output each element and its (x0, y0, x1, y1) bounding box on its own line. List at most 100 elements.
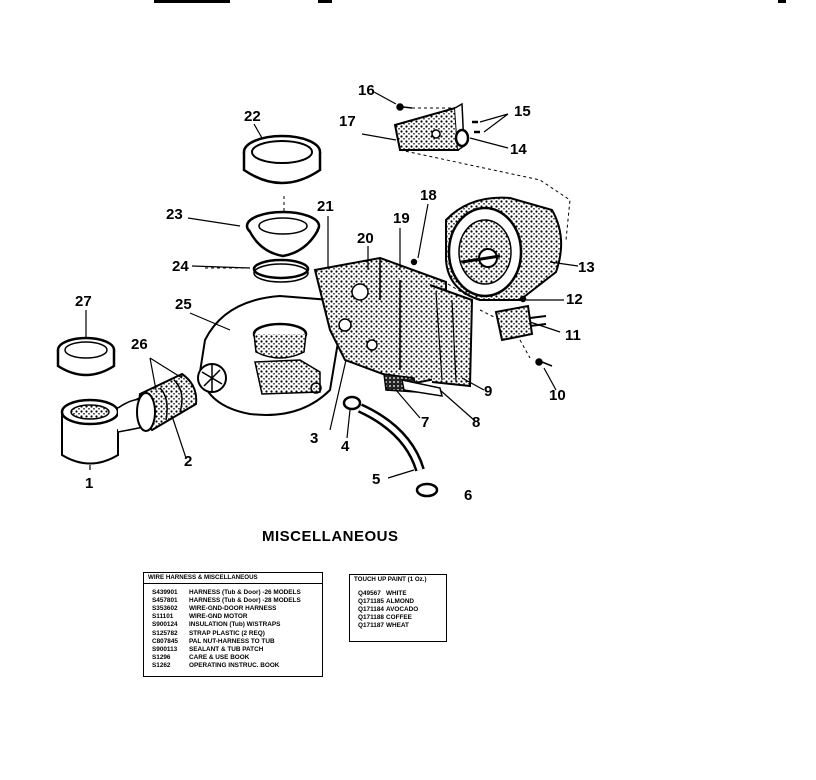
part-number: S457801 (152, 597, 178, 605)
part-14-grommet (454, 128, 470, 148)
part-description: WHITE (386, 590, 407, 598)
table-row: Q49567 WHITE (358, 590, 442, 598)
part-description: OPERATING INSTRUC. BOOK (189, 661, 280, 669)
callout-22: 22 (244, 108, 261, 125)
table-row: S353602 WIRE-GND-DOOR HARNESS (152, 605, 318, 613)
part-description: HARNESS (Tub & Door) -28 MODELS (189, 597, 301, 605)
part-number: Q171187 (358, 622, 384, 630)
table-row: S1296 CARE & USE BOOK (152, 654, 318, 662)
callout-16: 16 (358, 82, 375, 99)
part-number: Q171185 (358, 598, 384, 606)
callout-23: 23 (166, 206, 183, 223)
part-description: HARNESS (Tub & Door) -26 MODELS (189, 589, 301, 597)
part-6-clamp (415, 482, 439, 498)
part-number: S125782 (152, 629, 178, 637)
part-number: S353602 (152, 605, 178, 613)
table-row: S125782 STRAP PLASTIC (2 REQ) (152, 630, 318, 638)
callout-17: 17 (339, 113, 356, 130)
callout-25: 25 (175, 296, 192, 313)
callout-9: 9 (484, 383, 493, 400)
part-number: Q49567 (358, 590, 381, 598)
part-17-bracket (393, 102, 465, 151)
callout-19: 19 (393, 210, 410, 227)
callout-12: 12 (566, 291, 583, 308)
part-26-coupling (136, 372, 198, 432)
top-edge-mark-right (778, 0, 786, 3)
part-15-screws (472, 120, 480, 134)
assembly-line-switch (479, 309, 531, 359)
part-22-ring (242, 134, 322, 185)
table-row: S900113 SEALANT & TUB PATCH (152, 646, 318, 654)
part-description: WIRE-GND MOTOR (189, 613, 248, 621)
callout-6: 6 (464, 487, 473, 504)
part-23-funnel (245, 210, 321, 258)
part-27-ring (56, 336, 116, 377)
table-row: C807845 PAL NUT-HARNESS TO TUB (152, 638, 318, 646)
table-row: S439901 HARNESS (Tub & Door) -26 MODELS (152, 589, 318, 597)
callout-7: 7 (421, 414, 430, 431)
part-number: S11101 (152, 613, 174, 621)
touch-up-paint-heading: TOUCH UP PAINT (1 Oz.) (354, 576, 427, 583)
part-number: S900113 (152, 645, 178, 653)
part-description: PAL NUT-HARNESS TO TUB (189, 637, 275, 645)
part-18-screw (410, 258, 418, 266)
part-10-screw (535, 358, 553, 367)
table-row: S11101 WIRE-GND MOTOR (152, 613, 318, 621)
part-12-screw (519, 295, 527, 303)
part-description: WIRE-GND-DOOR HARNESS (189, 605, 277, 613)
callout-14: 14 (510, 141, 527, 158)
table-row: S457801 HARNESS (Tub & Door) -28 MODELS (152, 597, 318, 605)
part-number: Q171188 (358, 614, 384, 622)
assembly-line-motor (399, 149, 571, 241)
part-description: COFFEE (386, 614, 412, 622)
part-24-seal (252, 258, 310, 283)
part-5-hose (357, 403, 425, 472)
part-number: C807845 (152, 637, 178, 645)
part-21-mounting-plate (313, 256, 474, 388)
part-number: Q171184 (358, 606, 384, 614)
part-description: AVOCADO (386, 606, 419, 614)
wire-harness-heading: WIRE HARNESS & MISCELLANEOUS (144, 573, 322, 585)
callout-10: 10 (549, 387, 566, 404)
assembly-line-plate (447, 283, 469, 297)
callout-27: 27 (75, 293, 92, 310)
callout-3: 3 (310, 430, 319, 447)
callout-4: 4 (341, 438, 350, 455)
part-11-switch (494, 304, 547, 342)
callout-21: 21 (317, 198, 334, 215)
part-number: S900124 (152, 621, 178, 629)
part-number: S1262 (152, 661, 171, 669)
callout-11: 11 (565, 327, 581, 344)
callout-20: 20 (357, 230, 374, 247)
callout-24: 24 (172, 258, 189, 275)
part-25-pump-housing (197, 294, 342, 416)
part-description: CARE & USE BOOK (189, 653, 250, 661)
callout-18: 18 (420, 187, 437, 204)
callout-26: 26 (131, 336, 148, 353)
part-13-motor (445, 196, 563, 301)
part-description: ALMOND (386, 598, 415, 606)
section-title: MISCELLANEOUS (262, 528, 399, 545)
part-description: SEALANT & TUB PATCH (189, 645, 264, 653)
part-16-screw (396, 103, 413, 111)
part-description: STRAP PLASTIC (2 REQ) (189, 629, 265, 637)
callout-8: 8 (472, 414, 481, 431)
callout-15: 15 (514, 103, 531, 120)
callout-5: 5 (372, 471, 381, 488)
callout-1: 1 (85, 475, 94, 492)
part-8-bracket (401, 379, 444, 397)
part-number: S439901 (152, 589, 178, 597)
part-description: WHEAT (386, 622, 409, 630)
part-number: S1296 (152, 653, 171, 661)
callout-13: 13 (578, 259, 595, 276)
top-edge-mark-left (154, 0, 230, 3)
top-edge-mark-mid (318, 0, 332, 3)
